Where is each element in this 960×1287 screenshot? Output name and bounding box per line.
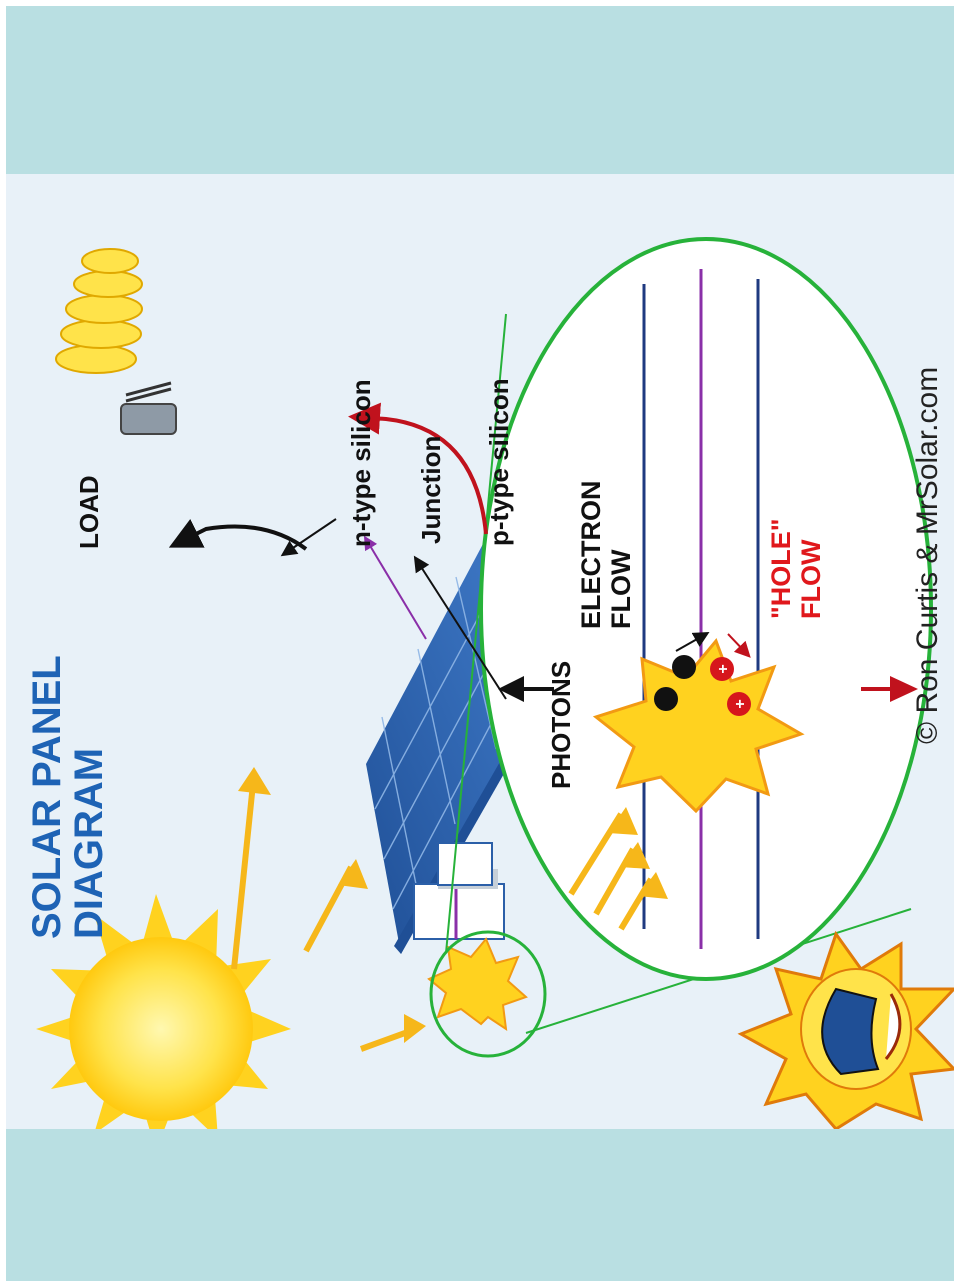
diagram-stage: + + (6, 174, 954, 1129)
n-type-label: n-type silicon (346, 379, 376, 547)
label-pointers (280, 518, 507, 700)
copyright-credit: © Ron Curtis & MrSolar.com (911, 366, 944, 744)
light-bulb-icon (55, 248, 177, 435)
burst-icon (592, 638, 805, 814)
photon-arrow-icon (231, 767, 426, 1052)
photons-label: PHOTONS (546, 660, 576, 789)
electron-icon (654, 632, 710, 711)
title: SOLAR PANEL DIAGRAM (25, 655, 111, 939)
load-label: LOAD (74, 475, 104, 549)
sun-icon (36, 894, 291, 1129)
zoom-connector-2 (445, 313, 507, 954)
title-line-1: SOLAR PANEL (25, 655, 69, 939)
p-type-label: p-type silicon (484, 378, 514, 546)
zoom-ring-small (429, 930, 547, 1058)
electron-flow-line-2: FLOW (606, 549, 636, 629)
hole-flow-line-2: FLOW (796, 539, 826, 619)
diagram-svg: + + (36, 237, 954, 1129)
photon-arrow-icon (568, 807, 668, 931)
hole-icon: + + (710, 633, 751, 716)
hole-flow-line-1: "HOLE" (766, 518, 796, 619)
cartoon-sun-icon (737, 930, 954, 1129)
electron-flow-line-1: ELECTRON (576, 480, 606, 630)
svg-text:+: + (732, 699, 749, 708)
electron-flow-label: ELECTRON FLOW (576, 481, 636, 630)
hole-flow-label: "HOLE" FLOW (766, 518, 826, 619)
frame: + + (6, 6, 954, 1281)
small-burst-icon (427, 937, 528, 1032)
zoom-circle: + + (479, 237, 933, 981)
title-line-2: DIAGRAM (67, 747, 111, 939)
junction-label: Junction (416, 435, 446, 544)
svg-text:+: + (715, 664, 732, 673)
diagram-canvas: + + (6, 174, 954, 1129)
